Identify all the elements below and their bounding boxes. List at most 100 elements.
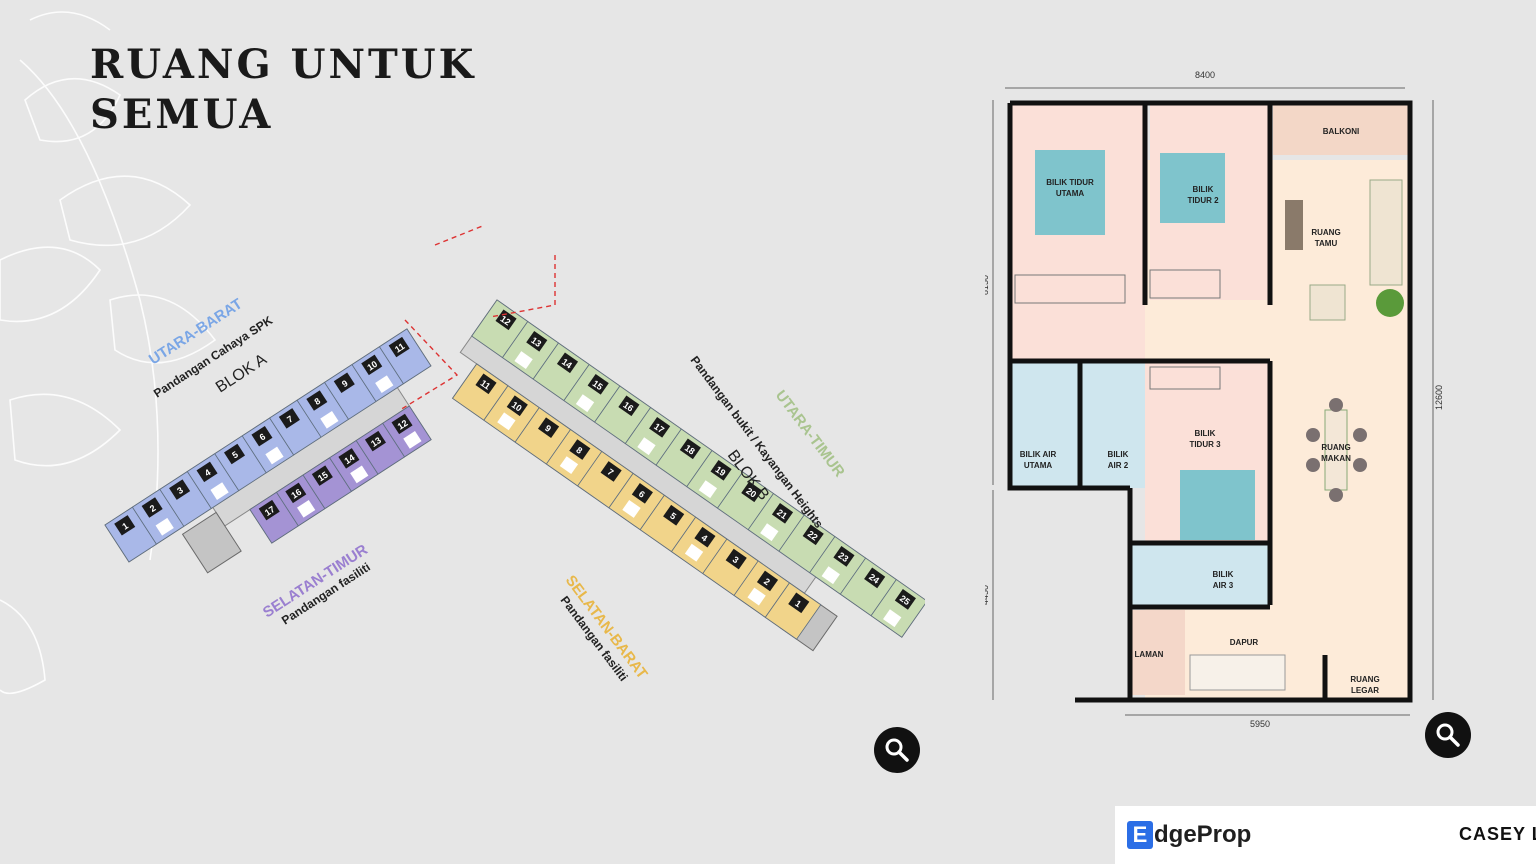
blok-b-unit-badge: [587, 373, 609, 395]
wardrobe-master: [1014, 274, 1126, 304]
blok-a-unit-number: 15: [316, 470, 330, 484]
blok-a-unit-number: 9: [340, 378, 350, 389]
blok-a-unit-badge: [338, 448, 360, 469]
blok-a-unit-window: [210, 482, 229, 500]
blok-a-unit-badge: [251, 425, 273, 447]
blok-b-unit-number: 14: [560, 357, 574, 371]
blok-b-unit-badge: [833, 546, 855, 567]
blok-a-north-direction: UTARA-BARAT: [146, 295, 246, 368]
sofa: [1369, 179, 1403, 286]
edgeprop-logo-text: dgeProp: [1154, 821, 1252, 848]
edgeprop-footer: E dgeProp CASEY L: [1115, 806, 1536, 864]
label-legar-2: LEGAR: [1351, 686, 1379, 695]
blok-a-unit-badge: [196, 461, 218, 483]
master-bed: [1035, 150, 1105, 235]
blok-a-unit-number: 17: [263, 504, 277, 518]
blok-a-unit-badge: [278, 408, 300, 429]
tv-console: [1285, 200, 1303, 250]
label-master-2: UTAMA: [1056, 189, 1085, 198]
label-bed3-2: TIDUR 3: [1189, 440, 1221, 449]
blok-b-unit-number: 10: [510, 400, 524, 414]
title-line-2: SEMUA: [90, 91, 274, 138]
blok-b-unit-badge: [788, 592, 810, 614]
blok-b-unit-badge: [894, 589, 916, 610]
blok-a-unit-number: 5: [230, 449, 240, 460]
blok-b-unit-badge: [756, 570, 779, 592]
blok-b-unit-window: [622, 499, 641, 518]
blok-a-unit-window: [403, 431, 422, 449]
blok-b-unit-badge: [526, 330, 548, 352]
blok-b-unit-window: [883, 609, 902, 628]
blok-b-unit-number: 11: [479, 378, 493, 392]
label-bed2-2: TIDUR 2: [1187, 196, 1219, 205]
blok-a-unit-badge: [141, 497, 163, 518]
blok-b-unit-number: 12: [499, 314, 513, 328]
blok-a-unit-number: 4: [203, 467, 213, 478]
blok-b-unit-window: [559, 456, 579, 475]
label-tamu-1: RUANG: [1311, 228, 1340, 237]
label-bath1-1: BILIK AIR: [1020, 450, 1057, 459]
blok-a-unit-badge: [223, 443, 246, 465]
blok-a-unit-window: [320, 410, 339, 429]
blok-b-unit-25: [870, 579, 925, 638]
blok-a-core: [181, 511, 242, 574]
blok-b-unit-badge: [537, 417, 560, 438]
label-bed2-1: BILIK: [1193, 185, 1214, 194]
blok-b-unit-badge: [556, 352, 579, 374]
bed-2: [1160, 153, 1225, 223]
blok-b-unit-number: 20: [744, 486, 758, 500]
blok-b-unit-badge: [569, 439, 591, 460]
master-bathroom: [1010, 363, 1080, 488]
dim-top: 8400: [1195, 70, 1215, 80]
blok-b-unit-number: 7: [606, 467, 616, 478]
label-makan-2: MAKAN: [1321, 454, 1351, 463]
blok-b-unit-number: 9: [543, 423, 553, 434]
bed-3: [1180, 470, 1255, 540]
blok-b-unit-1: [764, 582, 822, 640]
blok-b-unit-window: [821, 566, 840, 585]
blok-a-unit-badge: [388, 336, 410, 358]
zoom-floor-plan-button[interactable]: [1425, 712, 1471, 758]
blok-a-unit-window: [375, 375, 394, 394]
edgeprop-logo[interactable]: E dgeProp: [1127, 821, 1251, 849]
blok-b-unit-badge: [771, 503, 794, 524]
blok-b-unit-number: 25: [898, 593, 912, 607]
blok-b-unit-number: 22: [806, 529, 820, 543]
blok-b-unit-number: 21: [775, 507, 789, 521]
blok-a-unit-number: 1: [120, 521, 130, 532]
dining-chairs: [1306, 398, 1367, 502]
blok-a-unit-badge: [311, 465, 333, 486]
title-line-1: RUANG UNTUK: [90, 41, 477, 88]
blok-a-unit-badge: [306, 390, 328, 411]
balcony: [1273, 105, 1410, 155]
zoom-site-plan-button[interactable]: [874, 727, 920, 773]
blok-b-unit-window: [747, 587, 766, 606]
blok-b-unit-window: [575, 394, 595, 413]
agent-name: CASEY L: [1459, 824, 1536, 844]
blok-a-unit-number: 8: [313, 396, 323, 407]
blok-a-unit-badge: [285, 482, 307, 504]
blok-b-unit-number: 4: [699, 532, 709, 543]
dim-left-upper: 8150: [985, 275, 990, 295]
blok-b-unit-window: [684, 543, 704, 562]
blok-a-unit-number: 16: [289, 487, 303, 501]
dim-right: 12600: [1434, 385, 1444, 410]
blok-b-corridor: [459, 335, 817, 595]
blok-a-unit-number: 10: [365, 359, 379, 373]
blok-b-unit-number: 23: [836, 550, 850, 564]
magnifier-icon: [1436, 723, 1460, 747]
plant-icon: [1376, 289, 1404, 317]
blok-a-unit-window: [297, 499, 316, 518]
blok-b-unit-number: 2: [762, 576, 772, 587]
blok-b-unit-badge: [725, 548, 747, 570]
blok-a-unit-window: [350, 465, 369, 484]
blok-a-unit-number: 6: [258, 431, 268, 442]
blok-b-unit-number: 17: [652, 421, 666, 435]
blok-b-unit-badge: [631, 483, 653, 504]
blok-a-unit-number: 12: [396, 418, 410, 432]
blok-a-unit-badge: [391, 413, 413, 435]
blok-b-unit-badge: [694, 526, 716, 548]
label-bath2-2: AIR 2: [1108, 461, 1129, 470]
